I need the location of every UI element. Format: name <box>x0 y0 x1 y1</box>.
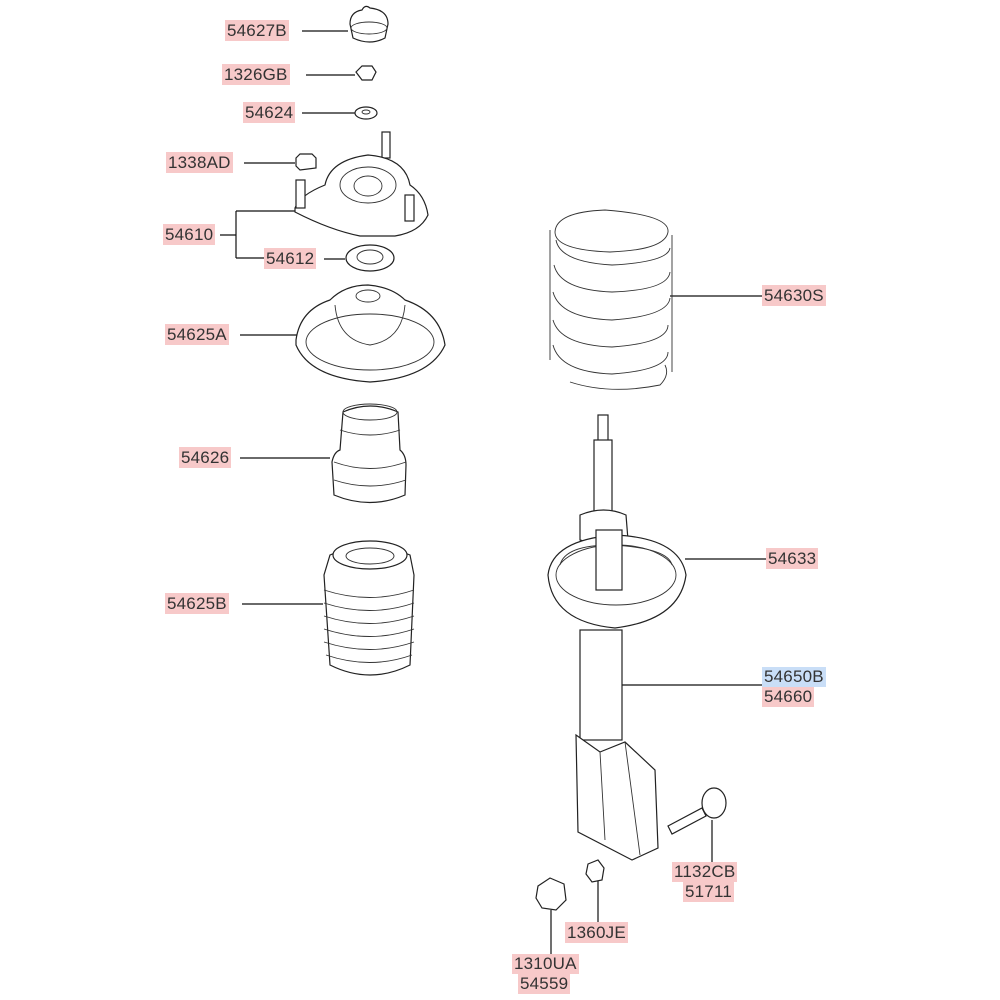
part-1310UA-drawing <box>535 877 567 911</box>
part-label-54626[interactable]: 54626 <box>179 447 232 468</box>
part-54612-drawing <box>345 244 395 272</box>
part-label-54625A[interactable]: 54625A <box>165 324 229 345</box>
part-54610-drawing <box>294 131 429 237</box>
part-54626-drawing <box>331 403 407 504</box>
part-label-1310UA[interactable]: 1310UA <box>512 954 579 974</box>
part-label-54660[interactable]: 54660 <box>762 687 815 707</box>
part-1326GB-drawing <box>355 65 377 81</box>
part-label-1338AD[interactable]: 1338AD <box>166 152 233 173</box>
part-label-1360JE[interactable]: 1360JE <box>565 922 628 943</box>
part-54624-drawing <box>354 106 378 120</box>
part-label-54630S[interactable]: 54630S <box>762 285 826 306</box>
part-label-54559[interactable]: 54559 <box>518 974 571 994</box>
part-label-54610[interactable]: 54610 <box>163 224 216 245</box>
part-label-54612[interactable]: 54612 <box>264 248 317 269</box>
part-1360JE-drawing <box>585 859 605 883</box>
part-label-54633[interactable]: 54633 <box>766 548 819 569</box>
part-label-54627B[interactable]: 54627B <box>225 20 289 41</box>
part-label-54624[interactable]: 54624 <box>243 102 296 123</box>
part-label-51711[interactable]: 51711 <box>683 882 735 902</box>
part-1338AD-drawing <box>295 153 317 171</box>
part-label-1326GB[interactable]: 1326GB <box>222 64 290 85</box>
part-label-1132CB[interactable]: 1132CB <box>672 862 738 882</box>
part-1132CB-drawing <box>667 787 727 835</box>
part-54630S-drawing <box>549 209 673 390</box>
part-label-54625B[interactable]: 54625B <box>165 593 229 614</box>
leader-lines <box>220 30 766 954</box>
part-54625B-drawing <box>323 540 415 676</box>
part-54627B-drawing <box>349 5 389 43</box>
part-54650B-drawing <box>547 414 687 861</box>
part-label-54650B[interactable]: 54650B <box>762 667 826 687</box>
part-54625A-drawing <box>295 284 446 383</box>
